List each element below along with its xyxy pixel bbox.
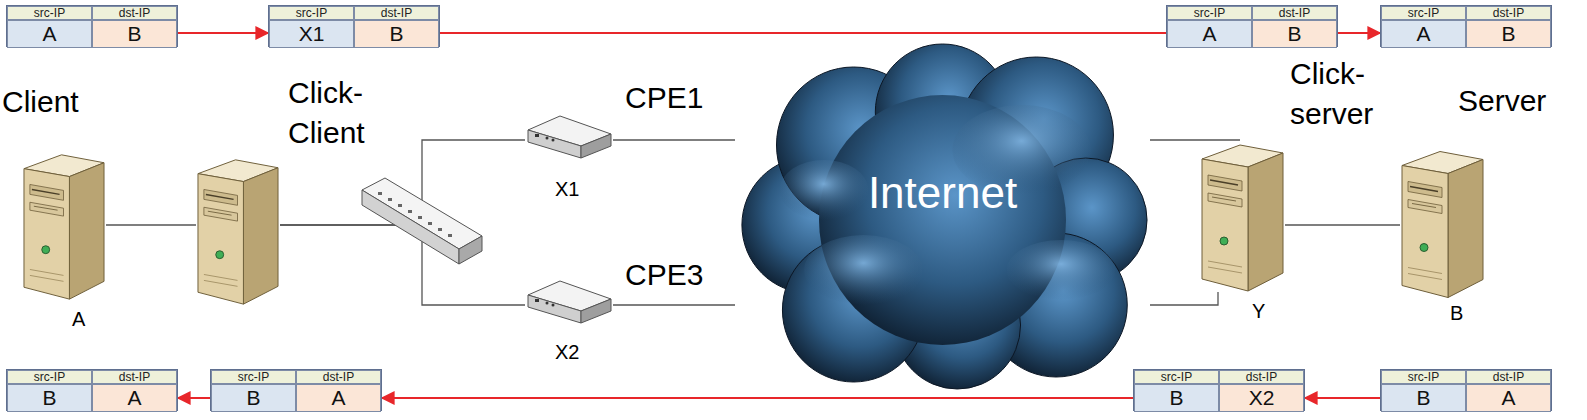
header-cell: dst-IP	[1219, 370, 1304, 384]
packet-header: src-IPdst-IPBA	[210, 369, 382, 411]
header-cell: src-IP	[211, 370, 296, 384]
header-cell: src-IP	[1381, 370, 1466, 384]
internet-cloud: Internet	[735, 40, 1150, 390]
server-icon	[1200, 140, 1285, 292]
address-cell: A	[1466, 384, 1551, 412]
packet-flow-arrow	[178, 397, 210, 399]
ip-address: X1	[555, 178, 579, 201]
packet-flow-arrow	[1305, 397, 1380, 399]
switch-port	[428, 222, 432, 225]
address-cell: A	[7, 20, 92, 48]
network-link	[280, 225, 525, 305]
header-cell: src-IP	[1381, 6, 1466, 20]
device-name: CPE3	[625, 255, 725, 295]
header-cell: src-IP	[7, 370, 92, 384]
network-link	[613, 304, 735, 305]
header-cell: dst-IP	[1466, 370, 1551, 384]
address-cell: B	[354, 20, 439, 48]
device-name: Client	[2, 82, 122, 122]
header-cell: src-IP	[269, 6, 354, 20]
address-cell: A	[92, 384, 177, 412]
switch-port	[388, 198, 392, 201]
address-cell: B	[1252, 20, 1337, 48]
ip-address: Y	[1252, 300, 1265, 323]
header-cell: src-IP	[1167, 6, 1252, 20]
network-link	[1285, 224, 1400, 225]
address-cell: X2	[1219, 384, 1304, 412]
network-link	[613, 139, 735, 140]
address-cell: B	[1466, 20, 1551, 48]
header-cell: dst-IP	[1466, 6, 1551, 20]
server-host: Click-serverY	[1200, 140, 1285, 292]
header-cell: dst-IP	[296, 370, 381, 384]
packet-flow-arrow	[178, 32, 268, 34]
packet-header: src-IPdst-IPX1B	[268, 5, 440, 47]
header-cell: src-IP	[1134, 370, 1219, 384]
header-cell: dst-IP	[354, 6, 439, 20]
server-icon	[196, 155, 280, 305]
device-name: Server	[1458, 81, 1568, 121]
server-host: Click-Client	[196, 155, 280, 305]
packet-header: src-IPdst-IPAB	[1166, 5, 1338, 47]
server-host: ClientA	[22, 150, 106, 300]
header-cell: src-IP	[7, 6, 92, 20]
packet-header: src-IPdst-IPBX2	[1133, 369, 1305, 411]
packet-flow-arrow	[1338, 32, 1380, 34]
address-cell: B	[92, 20, 177, 48]
network-link	[106, 224, 196, 225]
switch-port	[448, 234, 452, 237]
cpe-router: CPE1X1	[525, 112, 613, 160]
server-icon	[1400, 145, 1485, 300]
address-cell: B	[7, 384, 92, 412]
server-icon	[22, 150, 106, 300]
device-name: Click-Client	[288, 73, 398, 153]
packet-header: src-IPdst-IPAB	[1380, 5, 1552, 47]
switch-port	[418, 216, 422, 219]
address-cell: B	[1134, 384, 1219, 412]
cloud-label: Internet	[735, 168, 1150, 218]
packet-header: src-IPdst-IPBA	[1380, 369, 1552, 411]
packet-flow-arrow	[440, 32, 1166, 34]
address-cell: B	[211, 384, 296, 412]
address-cell: A	[1167, 20, 1252, 48]
switch-port	[378, 192, 382, 195]
network-link	[1150, 139, 1240, 140]
address-cell: A	[296, 384, 381, 412]
ip-address: X2	[555, 341, 579, 364]
modem-icon	[525, 112, 613, 160]
packet-header: src-IPdst-IPAB	[6, 5, 178, 47]
header-cell: dst-IP	[92, 370, 177, 384]
packet-flow-arrow	[382, 397, 1133, 399]
ip-address: B	[1450, 302, 1463, 325]
modem-icon	[525, 277, 613, 325]
switch-port	[398, 204, 402, 207]
network-link	[1150, 292, 1218, 305]
cpe-router: CPE3X2	[525, 277, 613, 325]
device-name: CPE1	[625, 78, 725, 118]
address-cell: B	[1381, 384, 1466, 412]
device-name: Click-server	[1290, 54, 1400, 134]
packet-header: src-IPdst-IPBA	[6, 369, 178, 411]
server-host: ServerB	[1400, 145, 1485, 300]
ip-address: A	[72, 308, 85, 331]
header-cell: dst-IP	[1252, 6, 1337, 20]
address-cell: X1	[269, 20, 354, 48]
switch-port	[408, 210, 412, 213]
switch-port	[438, 228, 442, 231]
address-cell: A	[1381, 20, 1466, 48]
header-cell: dst-IP	[92, 6, 177, 20]
